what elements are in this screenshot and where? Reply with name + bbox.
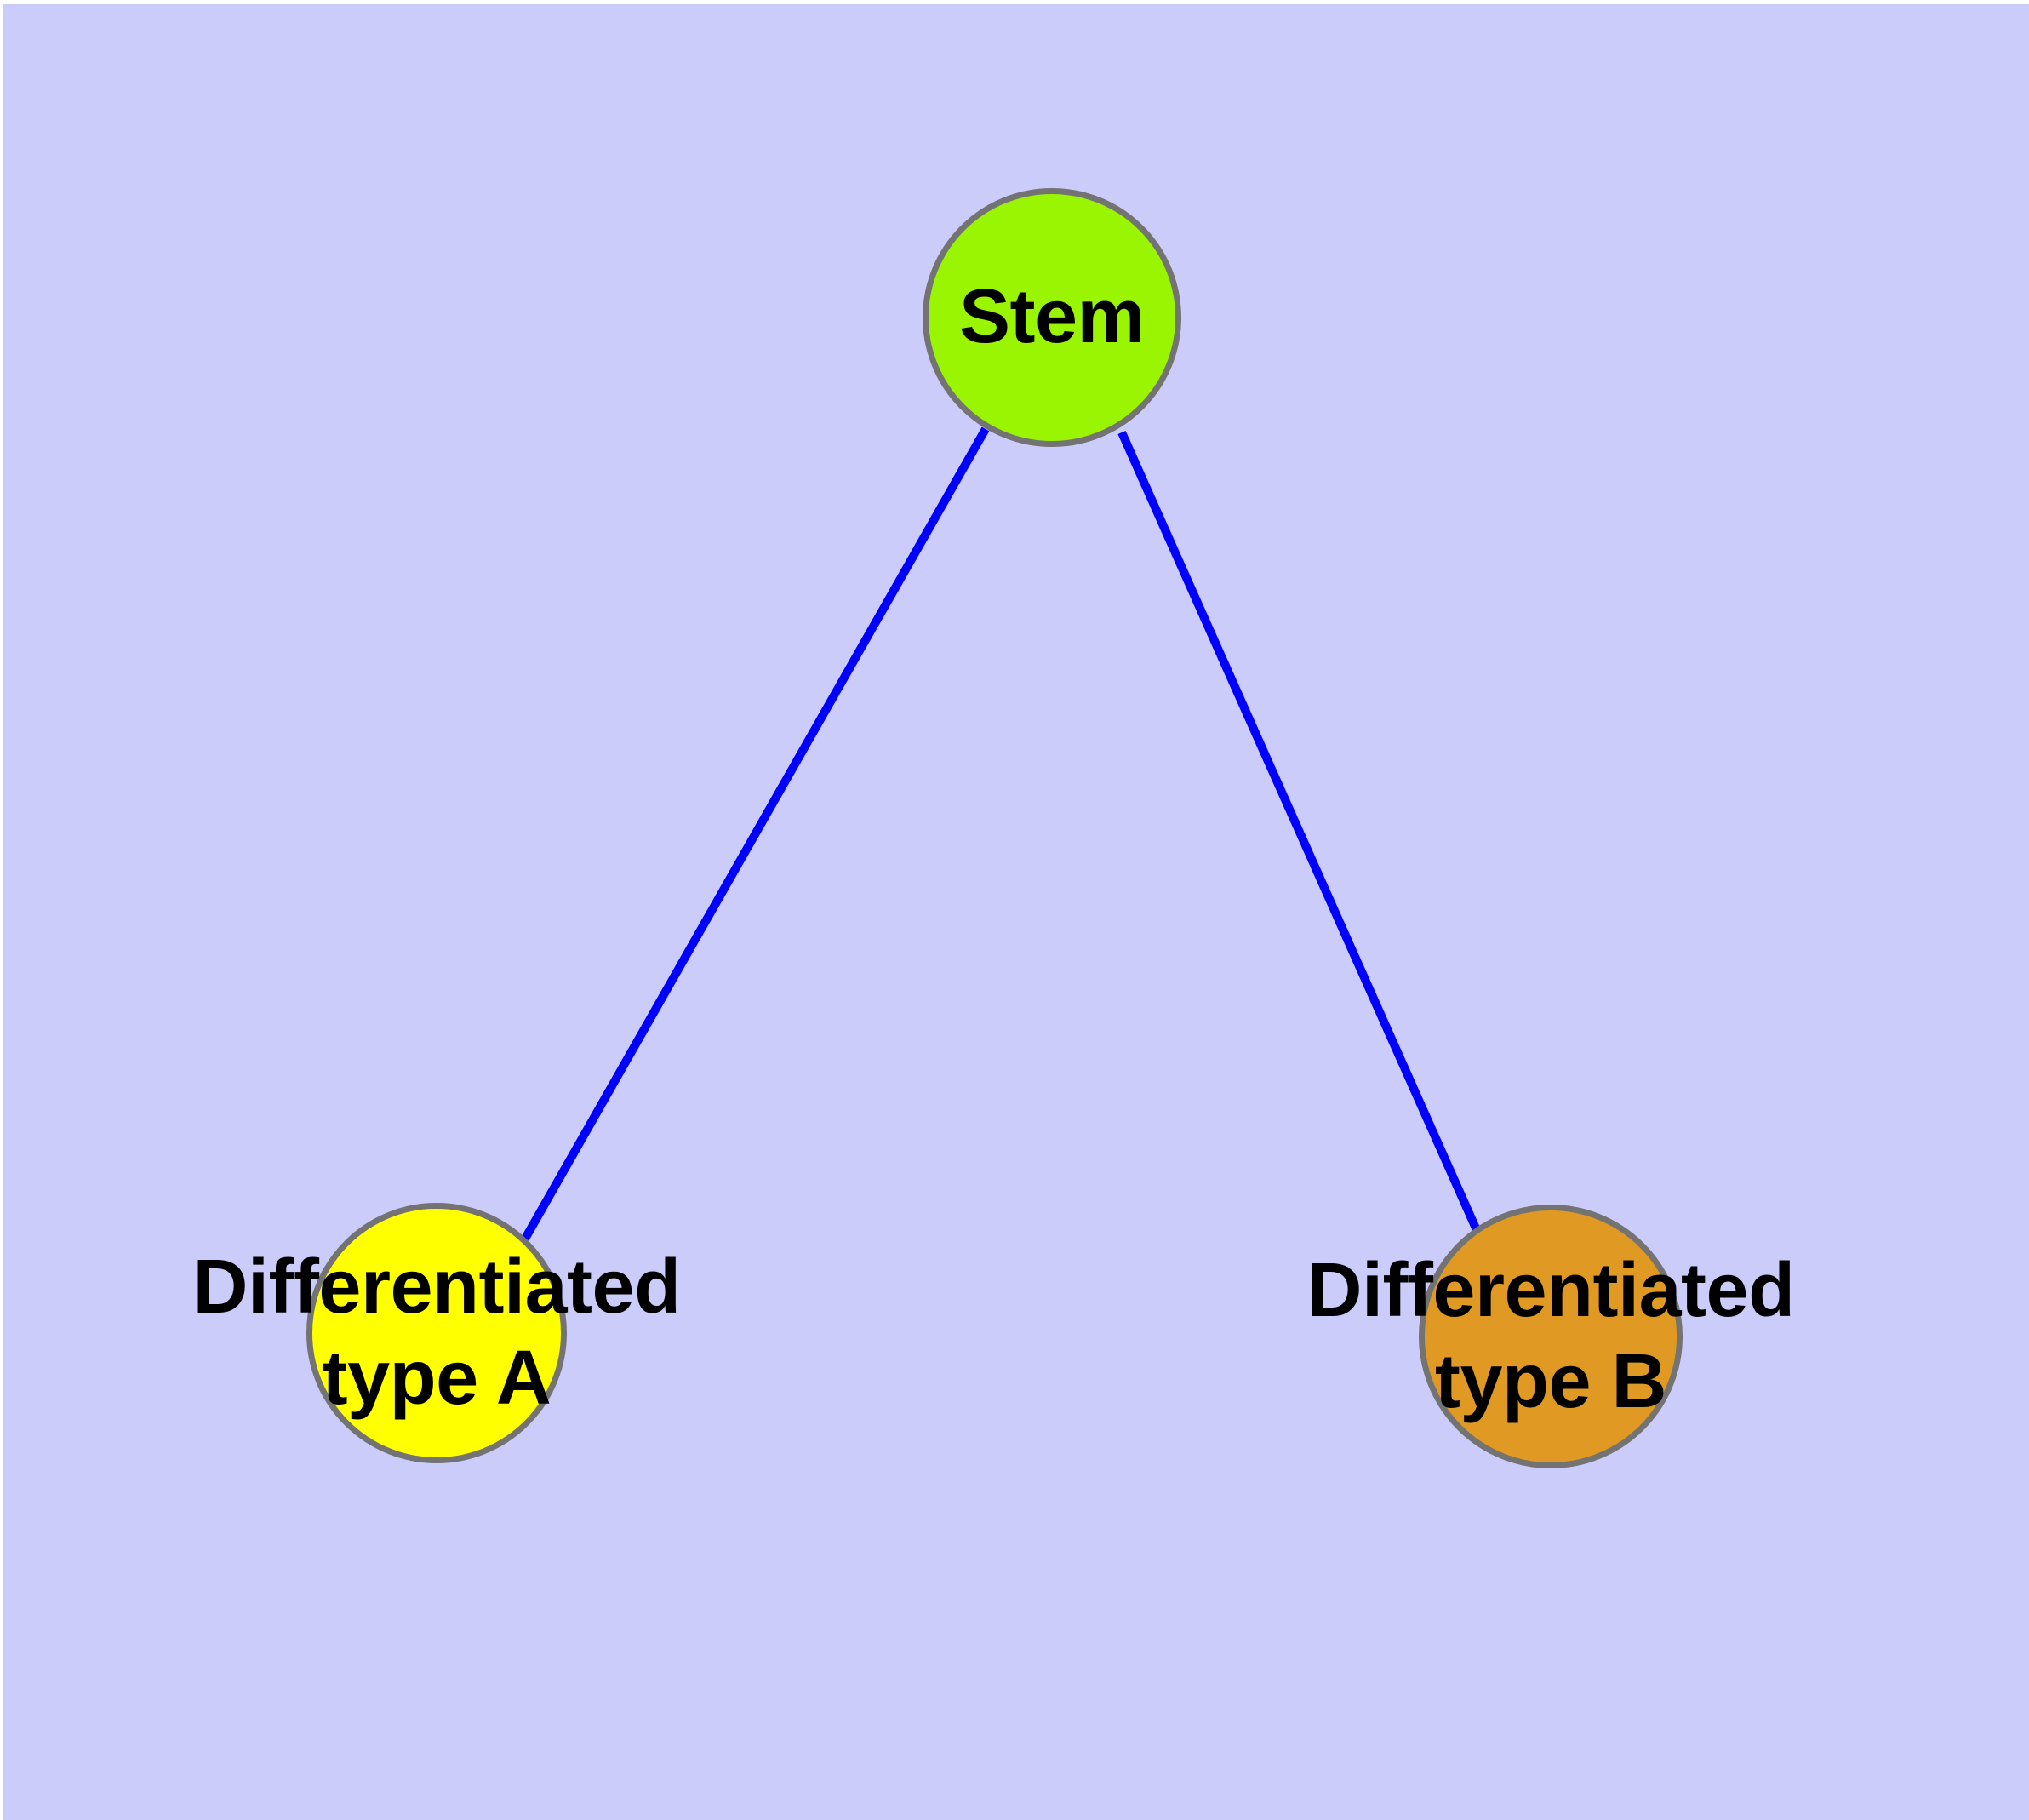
node-differentiated-type-a-circle: [306, 1203, 567, 1463]
node-stem-label: Stem: [958, 274, 1146, 360]
node-stem[interactable]: Stem: [923, 188, 1181, 447]
node-differentiated-type-a[interactable]: Differentiated type A: [192, 1203, 681, 1463]
node-differentiated-type-a-label: Differentiated type A: [192, 1244, 681, 1421]
node-differentiated-type-b-label: Differentiated type B: [1306, 1247, 1795, 1424]
node-stem-circle: [923, 188, 1181, 447]
node-differentiated-type-b-circle: [1419, 1205, 1683, 1468]
node-differentiated-type-b[interactable]: Differentiated type B: [1306, 1205, 1795, 1468]
